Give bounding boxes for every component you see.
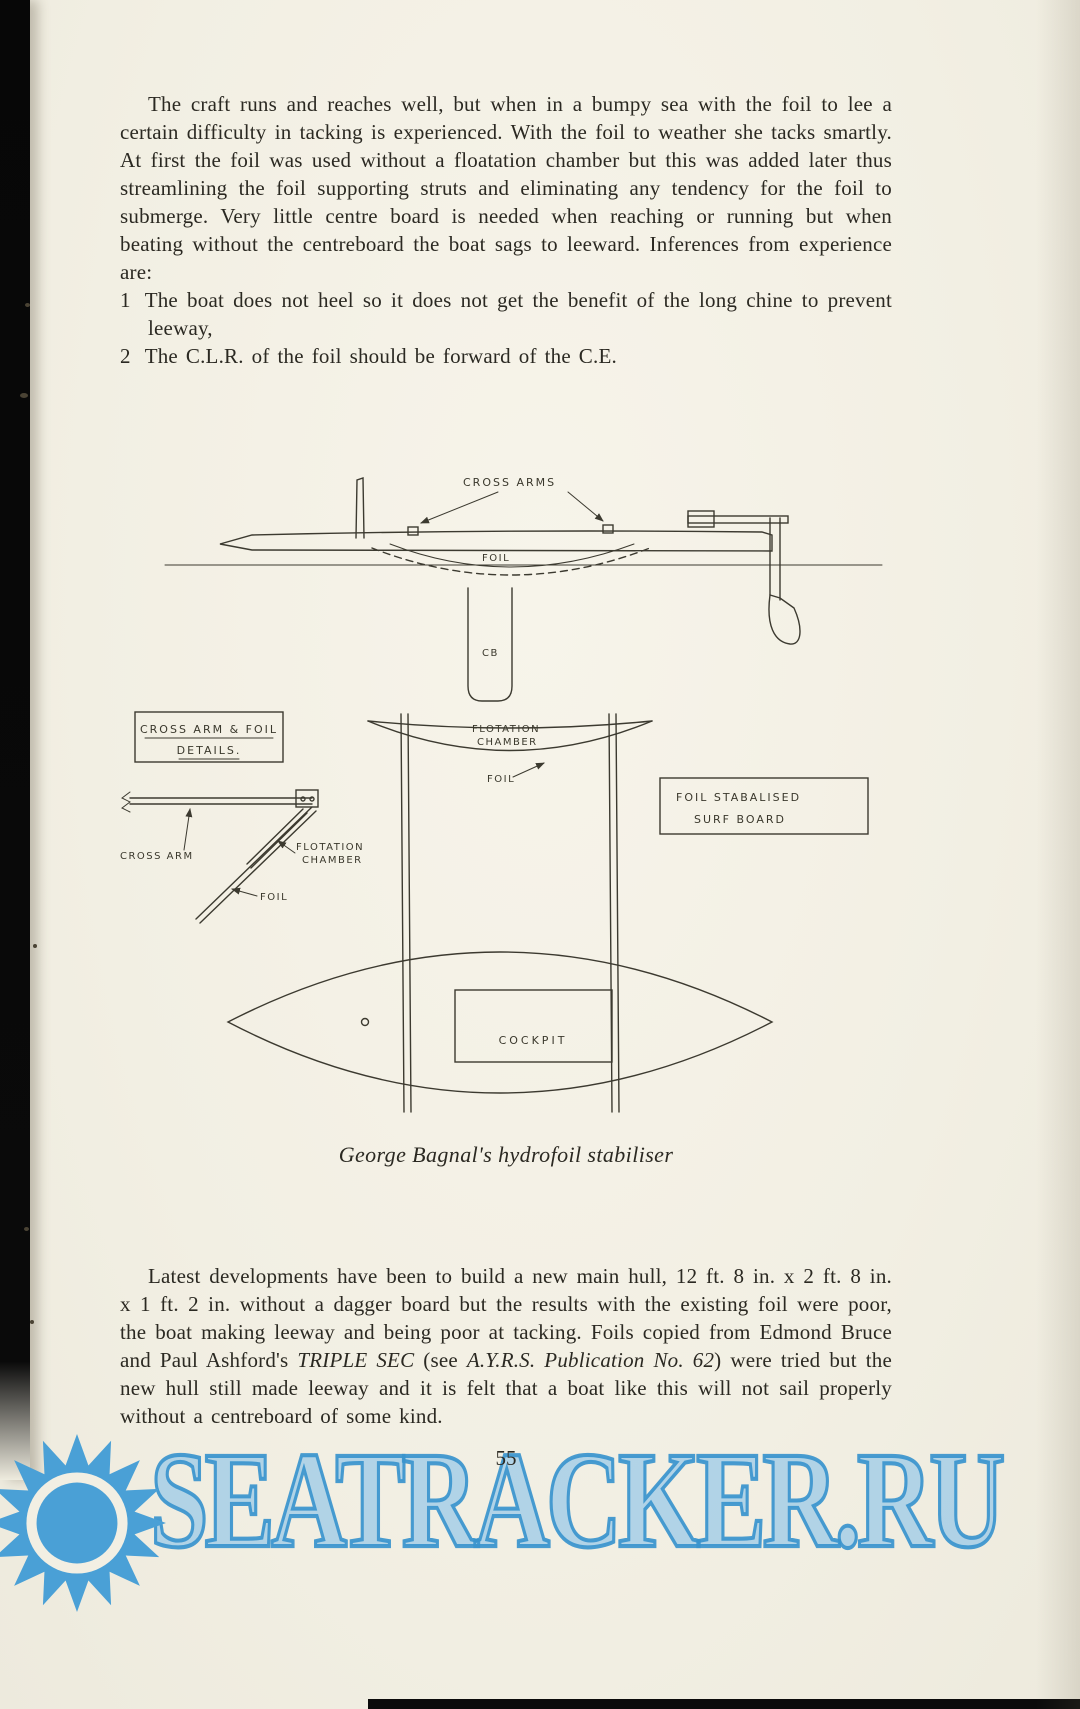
label-foil-top: FOIL [487,774,515,785]
foil-front-curve [367,720,653,752]
cross-arms-arrow-right [567,491,604,522]
label-flotation-top: FLOTATION [472,724,540,735]
centerboard [467,587,513,702]
paragraph-2-part: (see [414,1348,467,1372]
flotation-chamber-top [367,720,653,729]
surf-note-line1: FOIL STABALISED [676,791,801,804]
paragraph-2-part: Latest developments have been to build a… [120,1264,892,1372]
side-view-drawing: CB CROSS ARMS FOIL [164,476,883,702]
paragraph-2-part: ) were tried but the new hull still made… [120,1348,892,1428]
details-title-line1: CROSS ARM & FOIL [140,723,278,736]
crossarm-fitting-left [407,526,419,536]
foil-strut-line2 [199,810,317,924]
cockpit-outline [454,989,613,1063]
body-text-top: The craft runs and reaches well, but whe… [120,90,892,370]
inference-item-2: 2 The C.L.R. of the foil should be forwar… [120,342,892,370]
hull-outline [219,530,773,552]
label-cross-arms: CROSS ARMS [463,476,556,489]
mast-stub [355,477,365,539]
scan-edge-bottom [368,1699,1080,1709]
cross-arm-detail: CROSS ARM & FOIL DETAILS. CROSS ARM FLOT… [120,711,364,924]
break-symbol [121,791,131,813]
scan-speck [25,303,30,307]
chamber-strut-line1 [246,808,304,865]
cross-arm-arrow [183,808,193,851]
details-title-box [134,711,284,763]
page-edge-shadow [1036,0,1080,1709]
label-chamber-detail: CHAMBER [302,855,363,866]
paragraph-1: The craft runs and reaches well, but whe… [120,92,892,284]
scan-speck [30,1320,34,1324]
label-cross-arm: CROSS ARM [120,851,194,862]
page-number: 55 [495,1446,517,1470]
arm-end-fitting [295,789,319,808]
left-crossarm [407,713,412,1113]
details-title-line2: DETAILS. [177,744,242,757]
scan-edge-left [0,0,30,1480]
title-triple-sec: TRIPLE SEC [297,1348,415,1372]
tiller [687,515,789,524]
ref-ayrs-publication: A.Y.R.S. Publication No. 62 [466,1348,715,1372]
list-text: The C.L.R. of the foil should be forward… [144,344,617,368]
deck-fitting-circle [360,1017,370,1027]
body-text-bottom: Latest developments have been to build a… [120,1262,892,1430]
label-cb: CB [482,648,499,659]
figure-caption: George Bagnal's hydrofoil stabiliser [338,1142,674,1167]
foil-curve-dashed [371,547,651,576]
paragraph-2: Latest developments have been to build a… [120,1262,892,1430]
label-chamber-top: CHAMBER [477,737,538,748]
label-cockpit: COCKPIT [499,1034,568,1047]
left-crossarm [400,713,405,1113]
foil-arrow-detail [231,887,258,897]
hull-plan-outline [226,951,774,1094]
label-foil-detail: FOIL [260,892,288,903]
surfboard-note-box: FOIL STABALISED SURF BOARD [659,777,869,835]
plan-view-drawing: FLOTATION CHAMBER FOIL COCKPIT [226,713,774,1113]
label-flotation-detail: FLOTATION [296,842,364,853]
hydrofoil-stabiliser-diagram: CB CROSS ARMS FOIL CROSS ARM & FOIL DETA… [120,476,883,1113]
crossarm-fitting-right [602,524,614,534]
scan-speck [20,393,28,398]
right-crossarm [615,713,620,1113]
label-foil-side: FOIL [482,553,510,564]
rudder-assembly [687,510,801,645]
sun-core [36,1482,118,1564]
list-number: 2 [120,344,131,368]
cross-arms-arrow-left [420,491,499,524]
flotation-arrow [277,840,296,854]
foil-strut-line1 [195,806,313,920]
foil-curve-solid [389,543,635,568]
inference-item-1: 1 The boat does not heel so it does not g… [120,286,892,342]
tiller-fitting [687,510,715,528]
foil-arrow-top [512,762,545,778]
chamber-strut-line2 [250,812,308,869]
list-text: The boat does not heel so it does not ge… [144,288,892,340]
list-number: 1 [120,288,131,312]
surf-note-line2: SURF BOARD [694,813,786,826]
scan-speck [24,1227,29,1231]
sun-logo-icon [0,1434,166,1612]
rudder-blade [768,594,801,645]
scan-speck [33,944,37,948]
